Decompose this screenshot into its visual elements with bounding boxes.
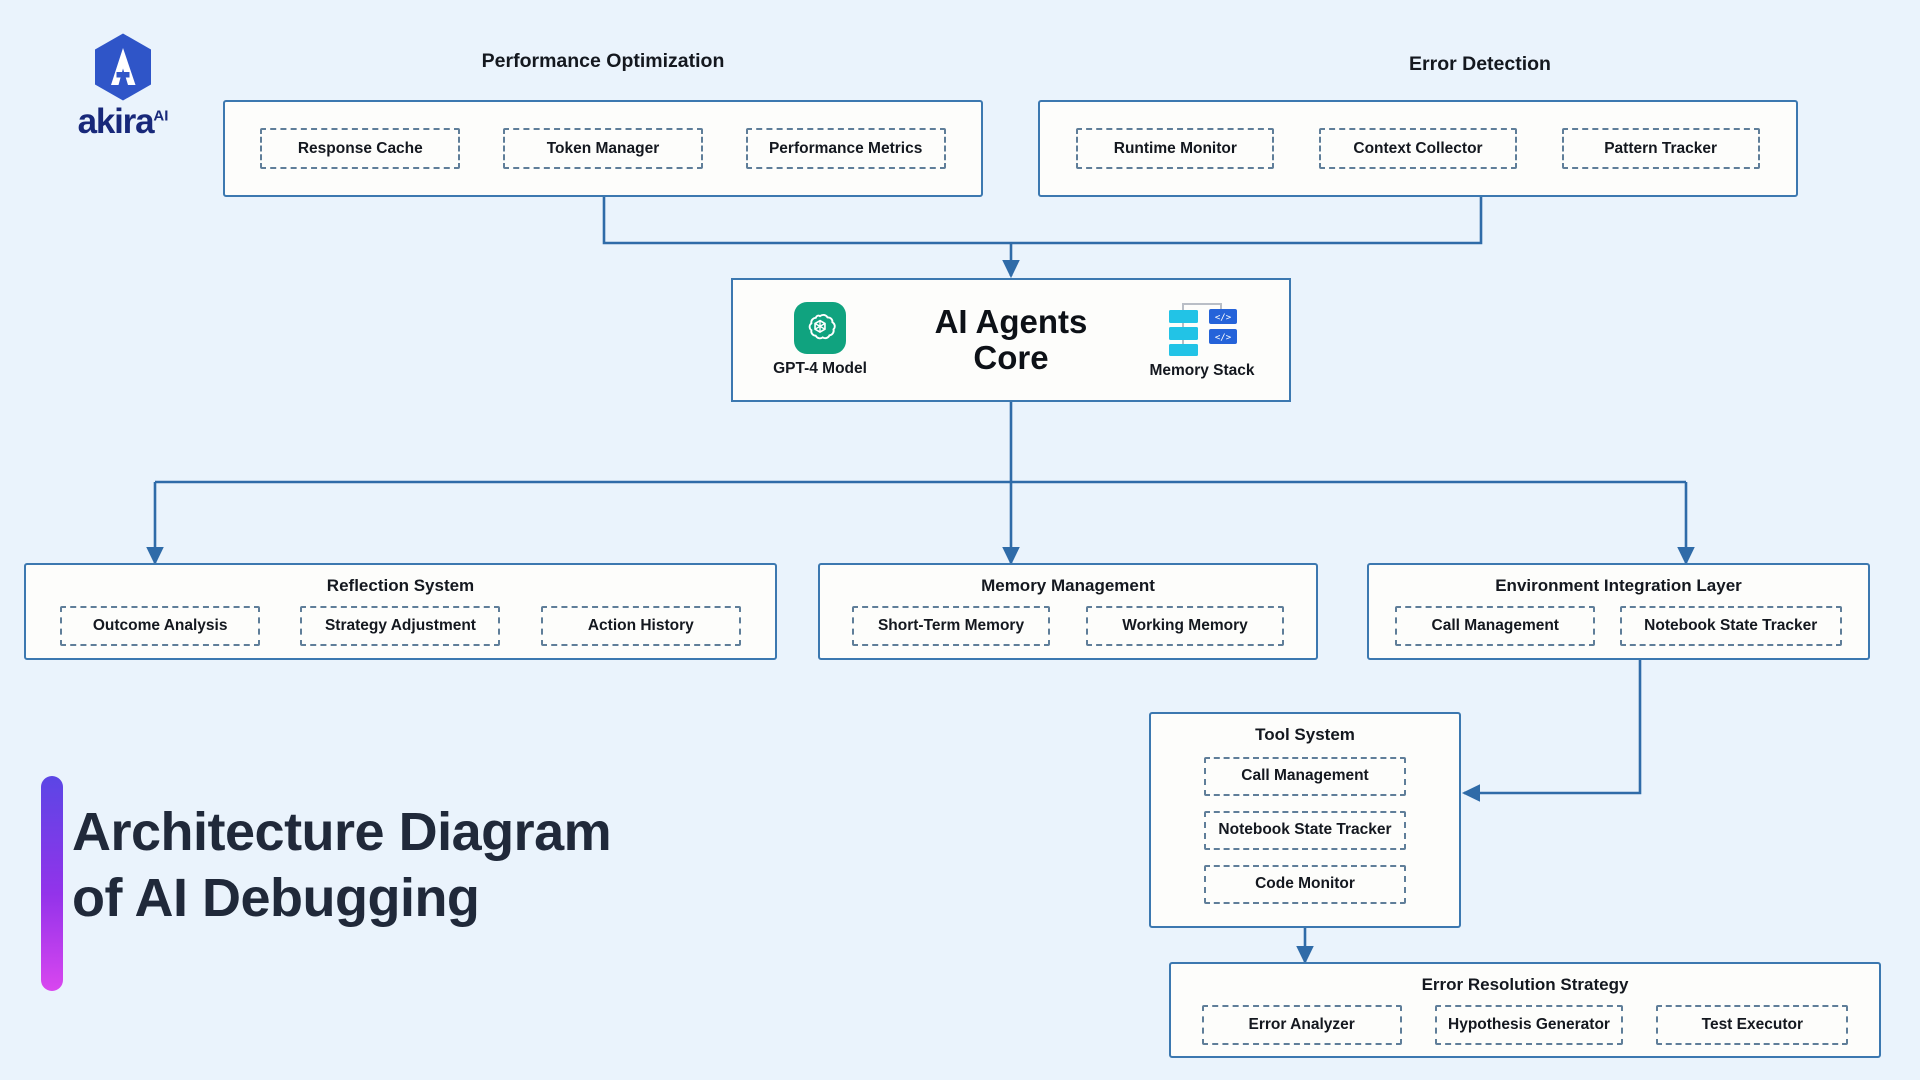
core-memory-label: Memory Stack bbox=[1149, 362, 1255, 379]
title-accent-bar bbox=[41, 776, 63, 991]
page-title-line1: Architecture Diagram bbox=[72, 802, 612, 862]
chip-notebook-state-tracker-tool[interactable]: Notebook State Tracker bbox=[1204, 810, 1406, 850]
openai-logo-icon bbox=[794, 302, 846, 354]
core-title-line1: AI Agents bbox=[934, 303, 1088, 341]
chip-pattern-tracker[interactable]: Pattern Tracker bbox=[1561, 128, 1760, 169]
page-title-line2: of AI Debugging bbox=[72, 867, 480, 928]
ai-agents-core-box: GPT-4 Model AI Agents Core </> bbox=[731, 278, 1291, 402]
svg-text:</>: </> bbox=[1215, 333, 1232, 343]
chip-performance-metrics[interactable]: Performance Metrics bbox=[745, 128, 946, 169]
group-title-performance-optimization: Performance Optimization bbox=[481, 50, 725, 72]
core-gpt4-label: GPT-4 Model bbox=[773, 360, 867, 377]
group-box-error-detection: Runtime Monitor Context Collector Patter… bbox=[1038, 100, 1798, 197]
chip-action-history[interactable]: Action History bbox=[540, 605, 741, 646]
wire-perf-to-core bbox=[602, 197, 1011, 245]
group-title-tool-system: Tool System bbox=[1255, 725, 1355, 744]
wire-error-to-core bbox=[1011, 197, 1483, 245]
group-title-environment-integration-layer: Environment Integration Layer bbox=[1495, 576, 1742, 595]
group-box-error-resolution-strategy: Error Resolution Strategy Error Analyzer… bbox=[1169, 962, 1881, 1058]
chip-short-term-memory[interactable]: Short-Term Memory bbox=[852, 605, 1050, 646]
chip-call-management-tool[interactable]: Call Management bbox=[1204, 756, 1406, 796]
chip-outcome-analysis[interactable]: Outcome Analysis bbox=[60, 605, 261, 646]
memory-stack-icon: </> </> bbox=[1159, 300, 1245, 356]
core-memory-block: </> </> Memory Stack bbox=[1137, 300, 1267, 380]
chip-hypothesis-generator[interactable]: Hypothesis Generator bbox=[1434, 1004, 1623, 1045]
core-title: AI Agents Core bbox=[885, 304, 1137, 375]
chip-test-executor[interactable]: Test Executor bbox=[1656, 1004, 1849, 1045]
group-box-reflection-system: Reflection System Outcome Analysis Strat… bbox=[24, 563, 777, 660]
group-title-memory-management: Memory Management bbox=[981, 576, 1155, 595]
logo-wordmark: akiraAI bbox=[78, 104, 169, 139]
logo-wordmark-text: akira bbox=[77, 102, 155, 141]
group-title-reflection-system: Reflection System bbox=[326, 576, 475, 595]
chip-token-manager[interactable]: Token Manager bbox=[502, 128, 703, 169]
chip-context-collector[interactable]: Context Collector bbox=[1318, 128, 1517, 169]
group-title-error-resolution-strategy: Error Resolution Strategy bbox=[1421, 975, 1629, 994]
chip-working-memory[interactable]: Working Memory bbox=[1086, 605, 1284, 646]
chip-call-management-env[interactable]: Call Management bbox=[1395, 605, 1596, 646]
chip-response-cache[interactable]: Response Cache bbox=[260, 128, 461, 169]
core-title-line2: Core bbox=[973, 339, 1049, 376]
chip-code-monitor[interactable]: Code Monitor bbox=[1204, 864, 1406, 904]
group-box-performance-optimization: Response Cache Token Manager Performance… bbox=[223, 100, 983, 197]
akira-hexagon-logo-icon bbox=[92, 32, 154, 102]
akira-logo: akiraAI bbox=[48, 32, 198, 139]
svg-text:</>: </> bbox=[1215, 313, 1232, 323]
wire-environment-to-tool bbox=[1461, 660, 1642, 802]
chip-notebook-state-tracker-env[interactable]: Notebook State Tracker bbox=[1619, 605, 1842, 646]
chip-runtime-monitor[interactable]: Runtime Monitor bbox=[1076, 128, 1275, 169]
chip-strategy-adjustment[interactable]: Strategy Adjustment bbox=[300, 605, 501, 646]
logo-superscript: AI bbox=[153, 107, 169, 125]
chip-error-analyzer[interactable]: Error Analyzer bbox=[1201, 1004, 1402, 1045]
group-box-memory-management: Memory Management Short-Term Memory Work… bbox=[818, 563, 1318, 660]
group-box-tool-system: Tool System Call Management Notebook Sta… bbox=[1149, 712, 1461, 928]
page-title: Architecture Diagram of AI Debugging bbox=[72, 800, 712, 932]
group-box-environment-integration-layer: Environment Integration Layer Call Manag… bbox=[1367, 563, 1870, 660]
group-title-error-detection: Error Detection bbox=[1409, 53, 1551, 75]
core-gpt4-block: GPT-4 Model bbox=[755, 302, 885, 378]
